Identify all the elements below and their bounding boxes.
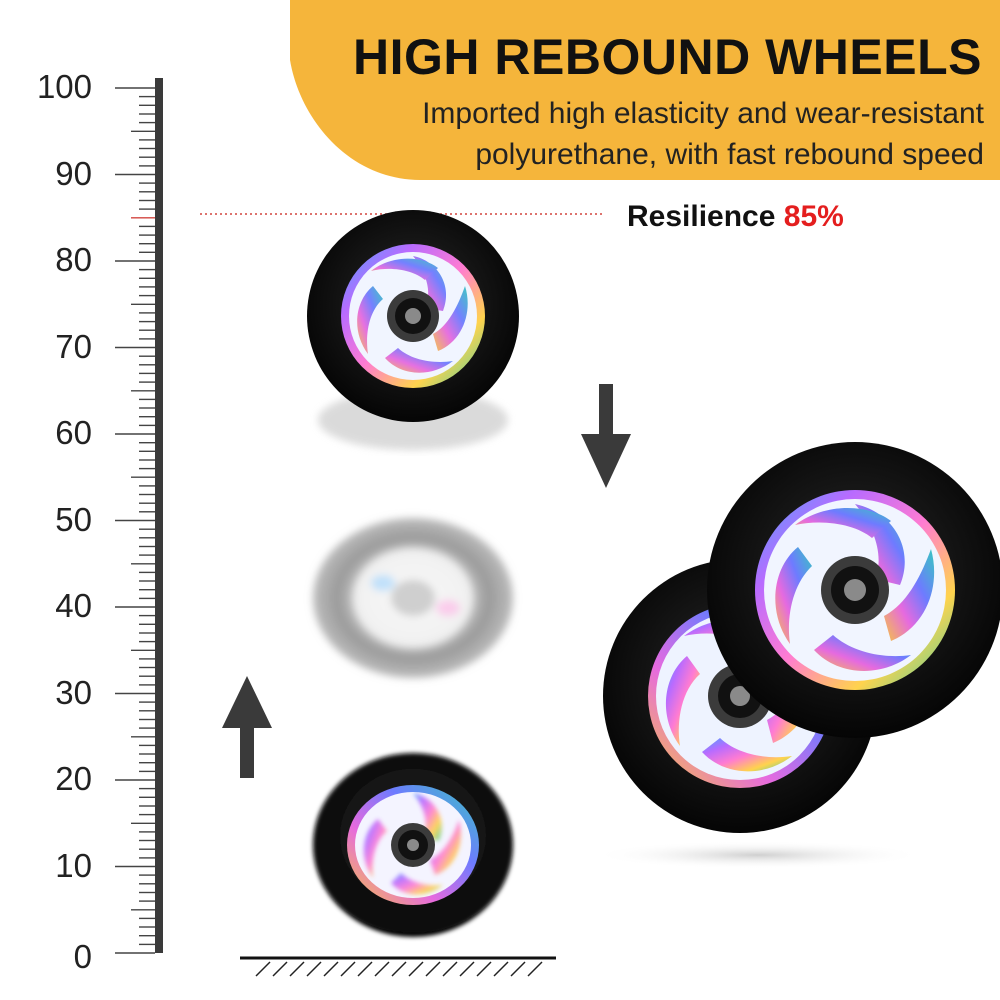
ground-hatch-mark [289, 961, 305, 977]
arrow-up-icon [222, 676, 272, 778]
ground-hatch-mark [272, 961, 288, 977]
resilience-label: Resilience 85% [627, 200, 844, 234]
ruler-label: 40 [55, 587, 92, 624]
ruler-label: 60 [55, 414, 92, 451]
ground-hatch [255, 961, 543, 977]
ruler-label: 80 [55, 241, 92, 278]
ruler-label: 100 [36, 68, 92, 105]
ground-hatch-mark [425, 961, 441, 977]
ground-hatch-mark [391, 961, 407, 977]
ruler-label: 10 [55, 847, 92, 884]
ground-hatch-mark [357, 961, 373, 977]
ground-hatch-mark [306, 961, 322, 977]
ground-hatch-mark [527, 961, 543, 977]
ground-hatch-mark [340, 961, 356, 977]
wheel-pair-front [707, 442, 1000, 738]
ground-hatch-mark [323, 961, 339, 977]
resilience-value: 85% [783, 200, 844, 233]
ground-hatch-mark [476, 961, 492, 977]
ground-hatch-mark [510, 961, 526, 977]
ground-hatch-mark [442, 961, 458, 977]
banner-subtitle: Imported high elasticity and wear-resist… [422, 97, 984, 171]
wheel-bottom [313, 753, 513, 937]
ruler-ticks [115, 87, 155, 954]
ground-hatch-mark [255, 961, 271, 977]
ruler-label: 50 [55, 501, 92, 538]
ground-hatch-mark [374, 961, 390, 977]
ground-hatch-mark [459, 961, 475, 977]
height-ruler: 100 90 80 70 60 50 40 30 20 10 0 [0, 0, 180, 1000]
banner-title: HIGH REBOUND WHEELS [353, 29, 982, 85]
ground-hatch-mark [408, 961, 424, 977]
arrow-down-icon [581, 384, 631, 488]
header-banner [290, 0, 1000, 180]
ruler-bar [155, 78, 163, 953]
ruler-label: 0 [73, 938, 92, 975]
ruler-label: 90 [55, 155, 92, 192]
ruler-label: 70 [55, 328, 92, 365]
wheel-top [307, 210, 519, 422]
resilience-text: Resilience [627, 200, 776, 233]
ruler-label: 30 [55, 674, 92, 711]
wheel-blurred [313, 518, 513, 678]
ground-hatch-mark [493, 961, 509, 977]
ruler-label: 20 [55, 760, 92, 797]
